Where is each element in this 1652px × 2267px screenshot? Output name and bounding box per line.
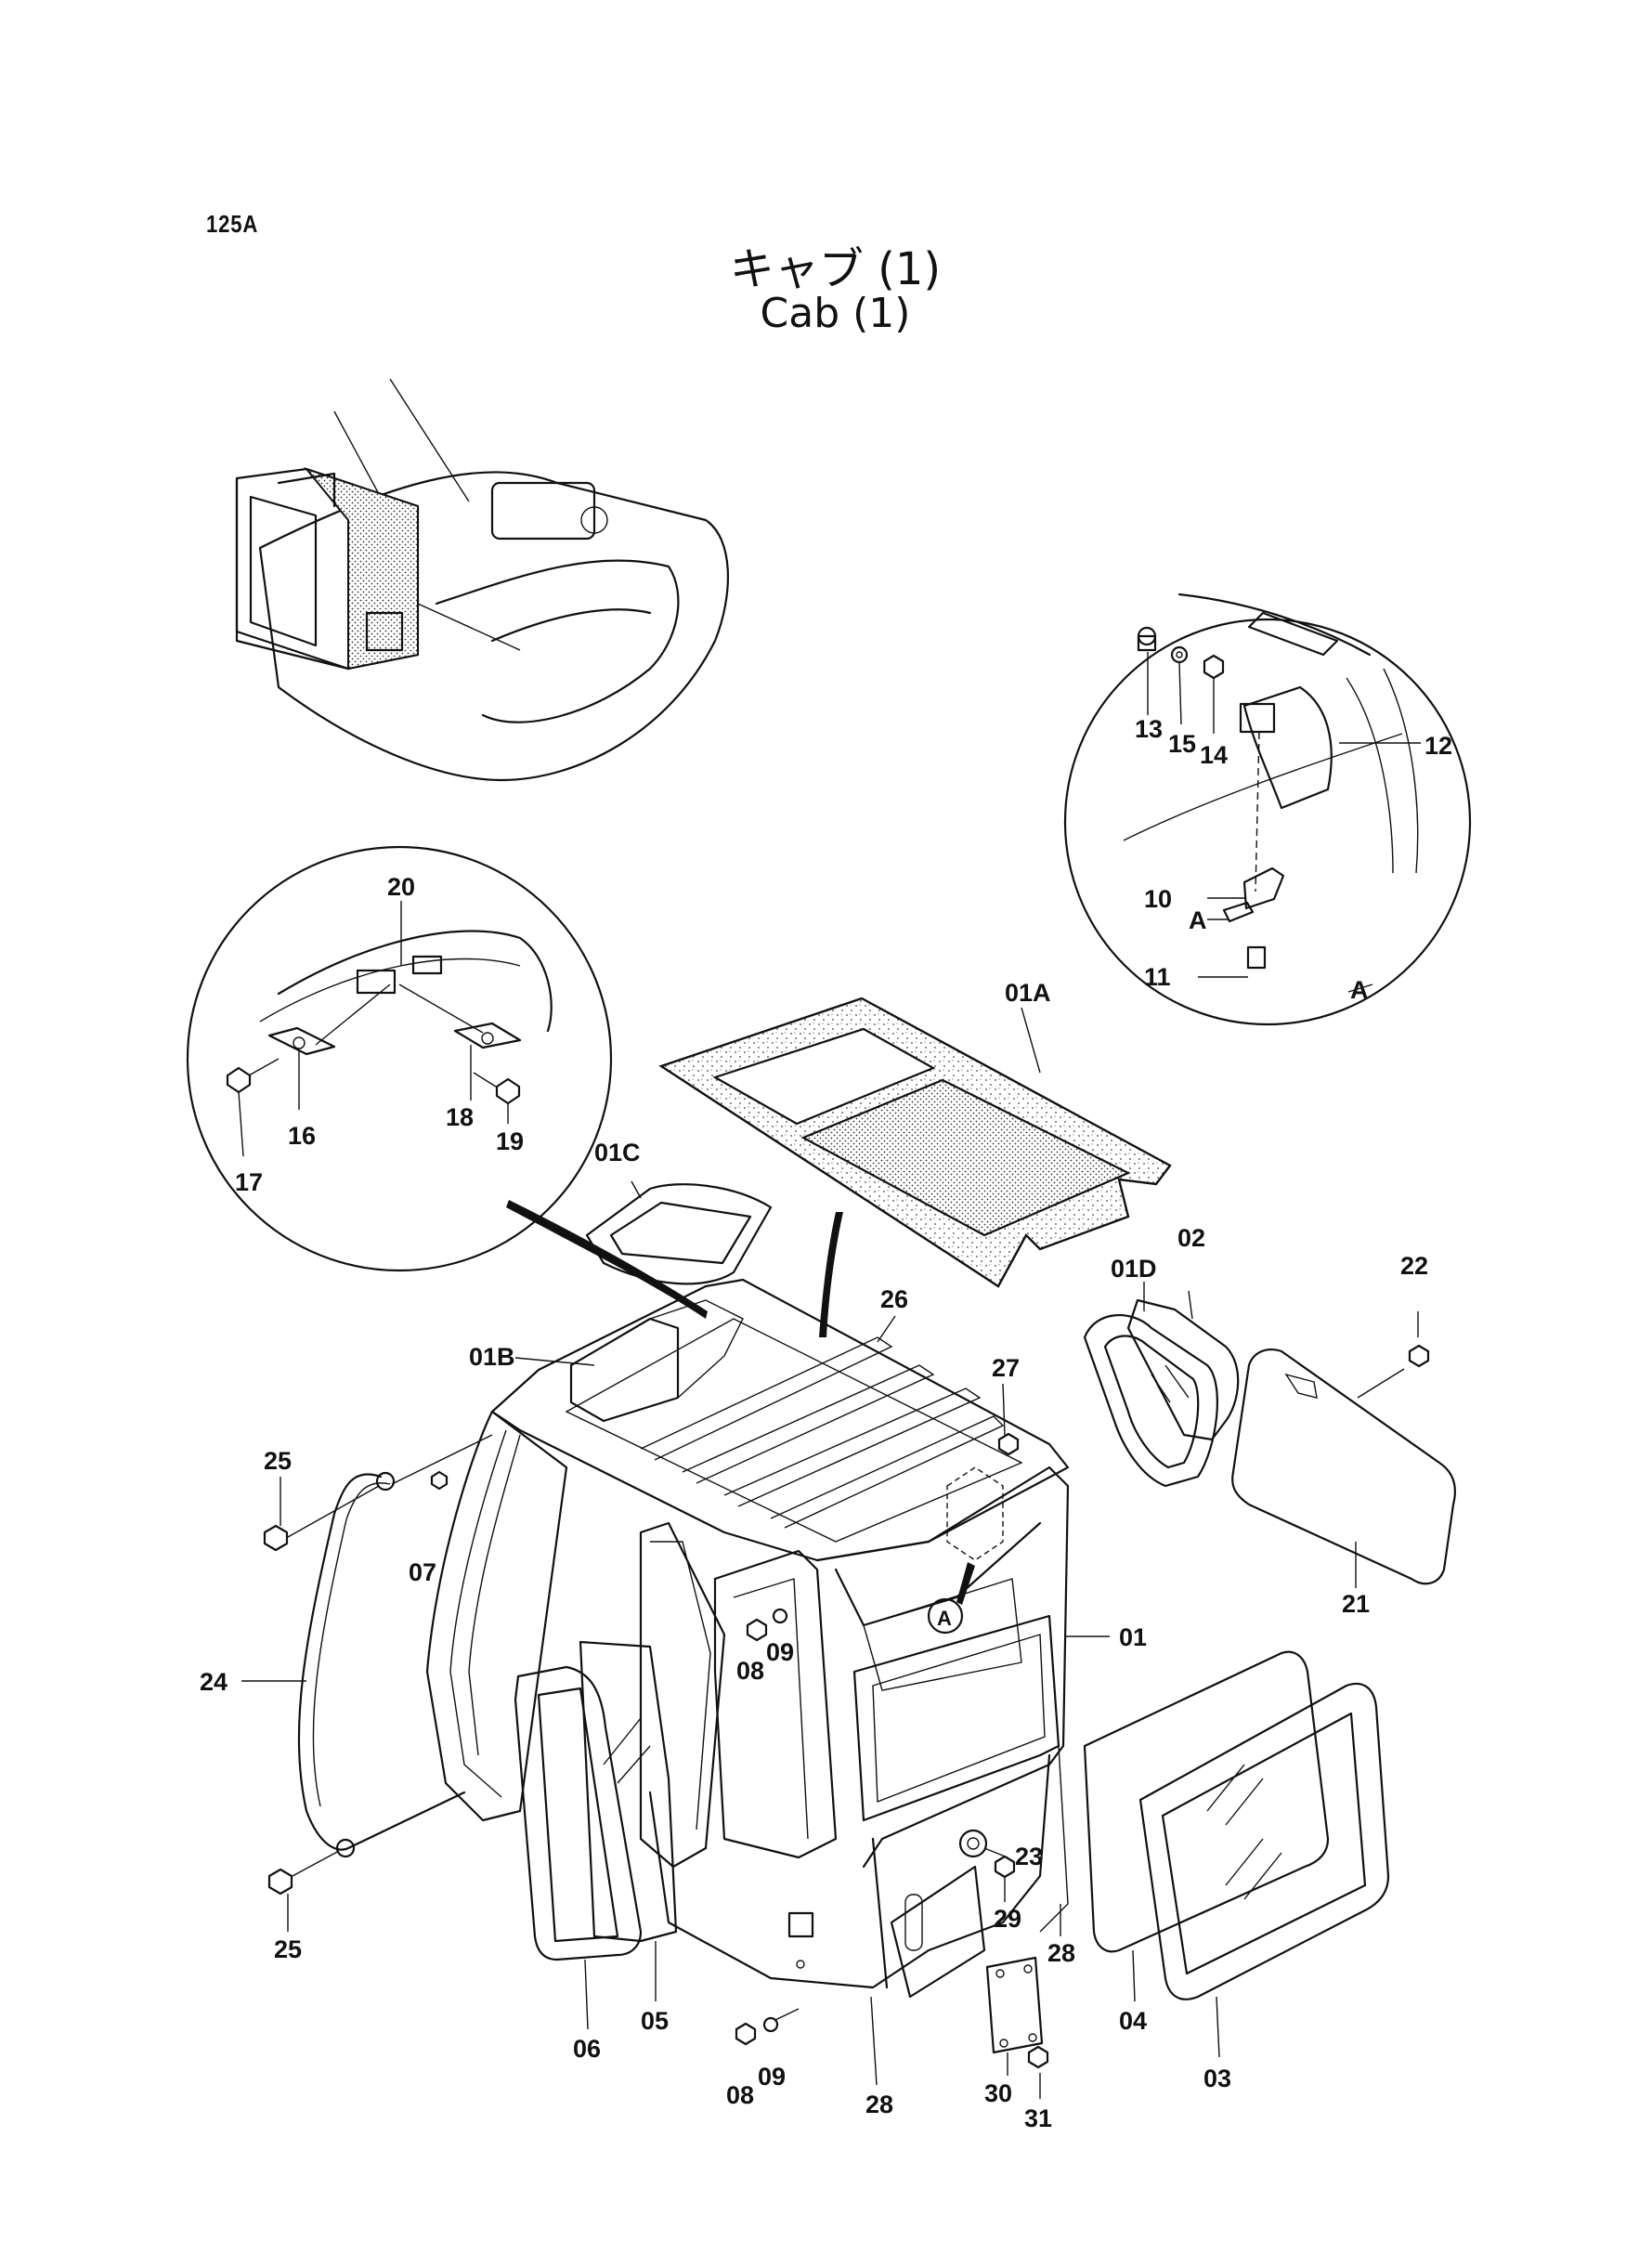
label-22: 22 [1400, 1252, 1428, 1280]
page-number: 125A [206, 210, 259, 238]
detail-left-circle [186, 845, 613, 1272]
front-lower-window [1083, 1650, 1390, 2058]
label-29: 29 [994, 1905, 1021, 1933]
side-cover-panel [1231, 1311, 1456, 1588]
label-28b: 28 [1047, 1939, 1075, 1967]
label-24: 24 [200, 1668, 228, 1696]
title-japanese: キャブ (1) [729, 243, 942, 295]
rear-window [1083, 1282, 1240, 1488]
detail-a-label-in-circle: A [1189, 906, 1207, 934]
label-11: 11 [1144, 963, 1171, 991]
label-01c: 01C [594, 1139, 641, 1166]
label-16: 16 [288, 1122, 316, 1150]
label-19: 19 [496, 1127, 524, 1155]
label-17: 17 [235, 1168, 263, 1196]
label-03: 03 [1203, 2065, 1231, 2092]
detail-a-circle [1063, 593, 1472, 1026]
label-06: 06 [573, 2035, 601, 2063]
label-08b: 08 [726, 2081, 754, 2109]
label-25a: 25 [264, 1447, 292, 1475]
label-08a: 08 [736, 1657, 764, 1685]
label-27: 27 [992, 1354, 1020, 1382]
label-30: 30 [984, 2079, 1012, 2107]
label-25b: 25 [274, 1935, 302, 1963]
machine-overview [235, 378, 730, 782]
label-01: 01 [1119, 1623, 1147, 1651]
label-02: 02 [1177, 1224, 1205, 1252]
label-01a: 01A [1005, 979, 1051, 1007]
left-window [514, 1640, 678, 2030]
label-26: 26 [880, 1285, 908, 1313]
label-09a: 09 [766, 1638, 794, 1666]
label-15: 15 [1168, 730, 1196, 758]
roof-liner [658, 997, 1172, 1288]
label-28a: 28 [865, 2091, 893, 2118]
label-14: 14 [1200, 741, 1228, 769]
title-english: Cab (1) [760, 290, 911, 337]
handrail [241, 1434, 493, 1932]
seal-01c [585, 1180, 773, 1285]
detail-a-label-outside: A [1350, 976, 1369, 1004]
part-labels: 01A 01B 01C 01D 01 02 03 04 05 06 07 08 … [200, 715, 1452, 2132]
label-12: 12 [1424, 732, 1452, 760]
label-01d: 01D [1111, 1255, 1157, 1283]
label-20: 20 [387, 873, 415, 901]
label-10: 10 [1144, 885, 1172, 913]
label-07: 07 [409, 1558, 436, 1586]
label-04: 04 [1119, 2007, 1147, 2035]
label-01b: 01B [469, 1343, 515, 1371]
label-21: 21 [1342, 1590, 1370, 1618]
cab-body [425, 1278, 1070, 2069]
label-05: 05 [641, 2007, 669, 2035]
label-13: 13 [1135, 715, 1163, 743]
label-23: 23 [1015, 1843, 1043, 1870]
label-18: 18 [446, 1103, 474, 1131]
label-09b: 09 [758, 2063, 786, 2091]
detail-a-tag-on-cab: A [937, 1607, 952, 1630]
label-31: 31 [1024, 2104, 1052, 2132]
